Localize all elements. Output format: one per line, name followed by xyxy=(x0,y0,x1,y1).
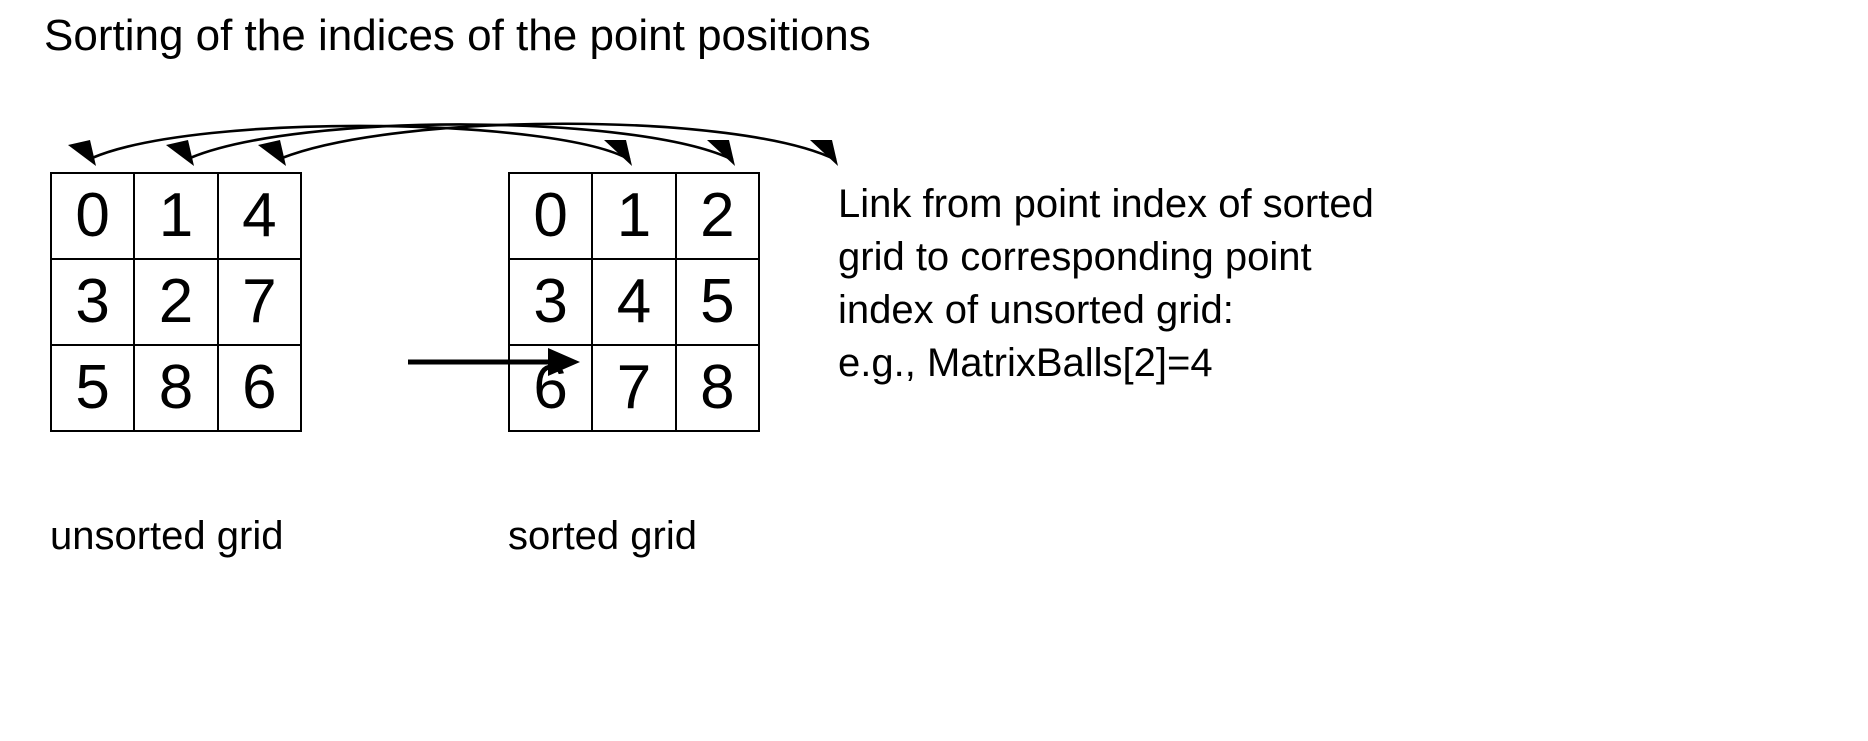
unsorted-cell-2-2: 6 xyxy=(218,346,302,432)
arrowhead-right-3 xyxy=(810,140,838,166)
page-title: Sorting of the indices of the point posi… xyxy=(44,11,871,60)
unsorted-cell-2-1: 8 xyxy=(135,346,219,432)
sorted-cell-1-0: 3 xyxy=(510,260,594,346)
unsorted-cell-1-0: 3 xyxy=(52,260,136,346)
unsorted-cell-0-1: 1 xyxy=(135,174,219,260)
arrowhead-left-3 xyxy=(258,140,286,166)
unsorted-cell-1-2: 7 xyxy=(218,260,302,346)
note-line-1: Link from point index of sorted xyxy=(838,182,1374,226)
sorted-cell-0-1: 1 xyxy=(593,174,677,260)
sorted-cell-2-2: 8 xyxy=(676,346,760,432)
note-line-4: e.g., MatrixBalls[2]=4 xyxy=(838,341,1213,385)
unsorted-cell-1-1: 2 xyxy=(135,260,219,346)
sorted-grid: 0 1 2 3 4 5 6 7 8 xyxy=(508,172,760,432)
unsorted-cell-0-0: 0 xyxy=(52,174,136,260)
unsorted-grid: 0 1 4 3 2 7 5 8 6 xyxy=(50,172,302,432)
sorted-cell-1-1: 4 xyxy=(593,260,677,346)
arrowhead-left-2 xyxy=(166,140,194,166)
arrowhead-right-2 xyxy=(707,140,735,166)
sorted-grid-caption: sorted grid xyxy=(508,514,697,558)
sorted-cell-1-2: 5 xyxy=(676,260,760,346)
arrowhead-right-1 xyxy=(604,140,632,166)
unsorted-grid-caption: unsorted grid xyxy=(50,514,284,558)
explanation-note: Link from point index of sorted grid to … xyxy=(838,178,1558,390)
sorted-cell-0-2: 2 xyxy=(676,174,760,260)
sorted-cell-0-0: 0 xyxy=(510,174,594,260)
curve-arrow-3 xyxy=(281,122,837,162)
arrowhead-left-1 xyxy=(68,140,96,166)
curve-arrow-1 xyxy=(91,124,631,162)
note-line-3: index of unsorted grid: xyxy=(838,288,1234,332)
unsorted-cell-2-0: 5 xyxy=(52,346,136,432)
curve-arrow-2 xyxy=(189,123,734,162)
note-line-2: grid to corresponding point xyxy=(838,235,1312,279)
sorted-cell-2-0: 6 xyxy=(510,346,594,432)
sorted-cell-2-1: 7 xyxy=(593,346,677,432)
unsorted-cell-0-2: 4 xyxy=(218,174,302,260)
